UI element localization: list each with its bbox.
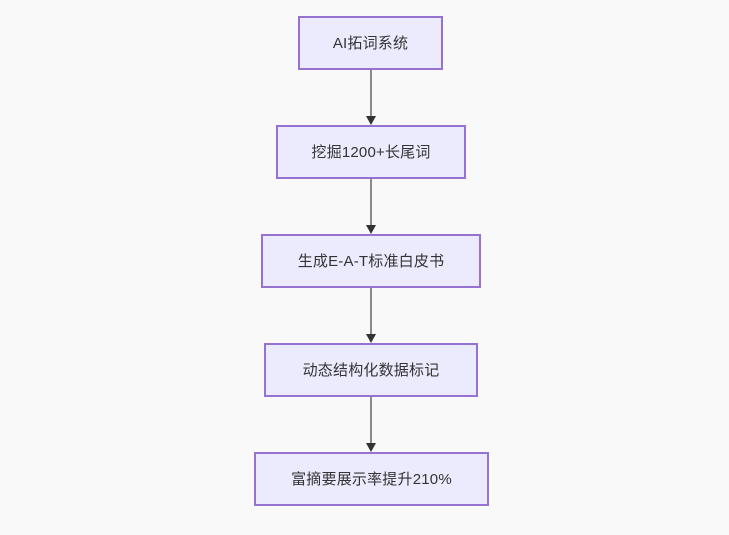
- flow-node-label: 生成E-A-T标准白皮书: [297, 252, 445, 270]
- edge-line: [370, 70, 372, 116]
- arrowhead-down-icon: [366, 334, 376, 343]
- flow-node-n2[interactable]: 挖掘1200+长尾词: [276, 125, 466, 179]
- flow-node-n4[interactable]: 动态结构化数据标记: [264, 343, 478, 397]
- flow-node-n3[interactable]: 生成E-A-T标准白皮书: [261, 234, 481, 288]
- edge-line: [370, 397, 372, 443]
- arrowhead-down-icon: [366, 116, 376, 125]
- arrowhead-down-icon: [366, 225, 376, 234]
- flow-node-label: 动态结构化数据标记: [302, 361, 440, 379]
- arrowhead-down-icon: [366, 443, 376, 452]
- edge-line: [370, 179, 372, 225]
- flow-node-label: 富摘要展示率提升210%: [291, 470, 452, 488]
- flow-node-n5[interactable]: 富摘要展示率提升210%: [254, 452, 489, 506]
- flow-node-label: AI拓词系统: [332, 34, 409, 52]
- edge-line: [370, 288, 372, 334]
- flow-node-n1[interactable]: AI拓词系统: [298, 16, 443, 70]
- flow-node-label: 挖掘1200+长尾词: [311, 143, 431, 161]
